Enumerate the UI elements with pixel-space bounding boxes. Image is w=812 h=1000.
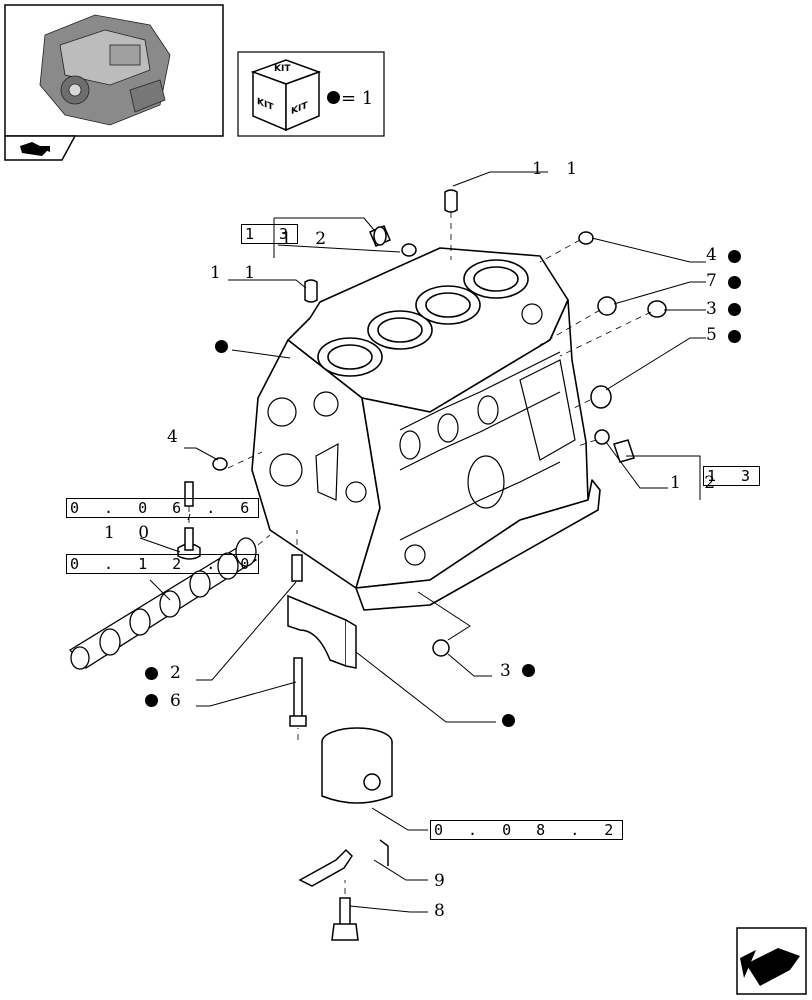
ref-box-13-top-text: 1 3 [241,224,299,244]
ref-box-066[interactable]: 0 . 0 6 . 6 [66,498,261,518]
block-details [267,303,576,566]
kit-bullet-5 [728,330,741,343]
bolt-8 [339,897,351,927]
dowel-pin-left [304,279,318,303]
callout-5[interactable]: 5 [706,325,726,345]
callout-6[interactable]: 6 [170,691,190,711]
callout-11-top[interactable]: 1 1 [532,159,587,179]
leader-lines [139,171,706,913]
ref-box-13-top[interactable]: 1 3 [241,224,300,244]
callout-7[interactable]: 7 [706,271,726,291]
engine-thumbnail-icon [39,14,171,126]
callout-12-right[interactable]: 1 2 [670,473,725,493]
camshaft [68,537,258,670]
cap-3 [647,300,667,318]
callout-4-left[interactable]: 4 [167,427,187,447]
callout-4-right[interactable]: 4 [706,245,726,265]
kit-equals: = 1 [341,88,374,109]
callout-9[interactable]: 9 [434,871,454,891]
pin-2 [291,554,303,582]
kit-bullet-2 [145,667,158,680]
callout-3-bottom[interactable]: 3 [500,661,520,681]
kit-bullet-6 [145,694,158,707]
back-nav[interactable] [4,135,77,161]
ref-box-066-text: 0 . 0 6 . 6 [66,498,260,518]
kit-bullet-bearing-cap [502,714,515,727]
next-page-arrow-icon [740,948,800,986]
ref-box-13-right[interactable]: 1 3 [703,466,762,486]
ref-box-082[interactable]: 0 . 0 8 . 2 [430,820,625,840]
piston-body [321,742,393,804]
plug-5 [590,385,612,409]
ref-box-120[interactable]: 0 . 1 2 . 0 [66,554,261,574]
washer-right-12 [594,429,610,445]
ref-box-120-text: 0 . 1 2 . 0 [66,554,260,574]
parts [177,189,667,941]
kit-bullet-4 [728,250,741,263]
washer-right [578,231,594,245]
dashed-axes [188,212,652,894]
bolt-6 [293,657,303,719]
cylinder-bores [317,259,529,377]
engine-thumbnail[interactable] [4,4,224,137]
callout-2[interactable]: 2 [170,663,190,683]
ring-7 [597,296,617,316]
kit-bullet-7 [728,276,741,289]
washer-top [401,243,417,257]
callout-11-left[interactable]: 1 1 [210,263,265,283]
back-arrow-icon [20,142,50,156]
kit-bullet [327,91,340,104]
dowel-pin-top [444,189,458,213]
callout-8[interactable]: 8 [434,901,454,921]
next-nav[interactable] [736,927,807,995]
kit-legend [237,51,385,137]
kit-bullet-block [215,340,228,353]
ref-box-13-right-text: 1 3 [703,466,761,486]
oil-nozzle-9 [298,848,353,887]
ref-box-082-text: 0 . 0 8 . 2 [430,820,624,840]
kit-bullet-3-bottom [522,664,535,677]
callout-3-right[interactable]: 3 [706,299,726,319]
kit-cube-icon [250,59,322,132]
cap-bottom [432,639,450,657]
washer-left [212,457,228,471]
callout-10[interactable]: 1 0 [104,523,159,543]
plug-right [613,439,635,463]
bearing-cap [287,594,347,668]
kit-cube-top-text: KIT [274,64,291,74]
kit-bullet-3-right [728,303,741,316]
callout-12-top[interactable]: 1 2 [281,229,336,249]
